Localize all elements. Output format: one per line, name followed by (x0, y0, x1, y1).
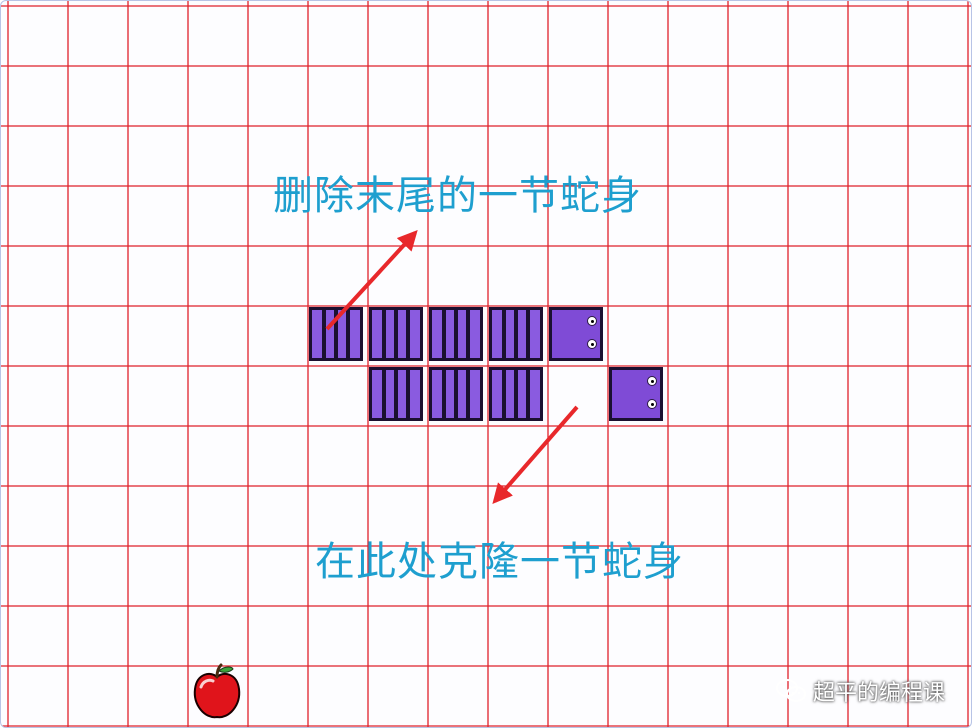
annotation-top-text: 删除末尾的一节蛇身 (273, 173, 642, 219)
wechat-icon (775, 679, 806, 702)
snake-body-segment (309, 307, 363, 361)
snake-body-segment (429, 367, 483, 421)
apple-icon (193, 663, 241, 719)
snake-body-segment (489, 367, 543, 421)
snake-eye (587, 316, 597, 326)
snake-body-segment (369, 367, 423, 421)
snake-head (549, 307, 603, 361)
annotation-bottom-text: 在此处克隆一节蛇身 (315, 539, 684, 585)
snake-body-segment (429, 307, 483, 361)
snake-eye (647, 399, 657, 409)
watermark: 超平的编程课 (775, 675, 945, 707)
snake-body-segment (369, 307, 423, 361)
snake-head (609, 367, 663, 421)
snake-body-segment (489, 307, 543, 361)
watermark-text: 超平的编程课 (812, 681, 945, 706)
snake-eye (647, 376, 657, 386)
snake-eye (587, 339, 597, 349)
